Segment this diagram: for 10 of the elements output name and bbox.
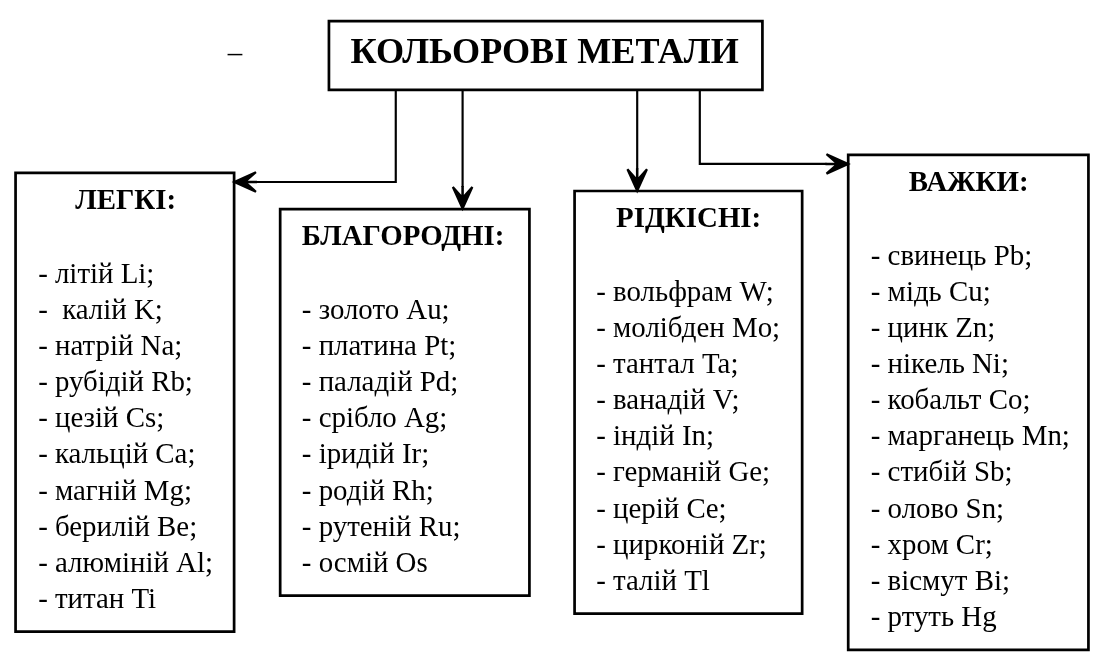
node-box: РІДКІСНІ: - вольфрам W; - молібден Mo; - тантал Ta; - ванадій V; - індій In; - германій Ge; - церій Ce; - цирконій Zr; - талій Tl — [573, 189, 804, 615]
node-box: ВАЖКИ: - свинець Pb; - мідь Cu; - цинк Zn; - нікель Ni; - кобальт Co; - марганець Mn; - стибій Sb; - олово Sn; - хром Cr; - вісмут Bi; - ртуть Hg — [846, 153, 1090, 652]
node-box: ЛЕГКІ: - літій Li; - калій K; - натрій Na; - рубідій Rb; - цезій Cs; - кальцій Ca; - магній Mg; - берилій Be; - алюміній Al; - титан Ti — [14, 171, 236, 634]
label: – — [227, 36, 243, 69]
node-box: КОЛЬОРОВІ МЕТАЛИ — [327, 19, 764, 92]
arrow — [233, 90, 397, 193]
arrow — [451, 90, 474, 210]
arrow — [698, 90, 850, 175]
node-box: БЛАГОРОДНІ: - золото Au; - платина Pt; - паладій Pd; - срібло Ag; - іридій Ir; - родій Rh; - рутеній Ru; - осмій Os — [278, 207, 531, 597]
arrow — [626, 90, 649, 192]
